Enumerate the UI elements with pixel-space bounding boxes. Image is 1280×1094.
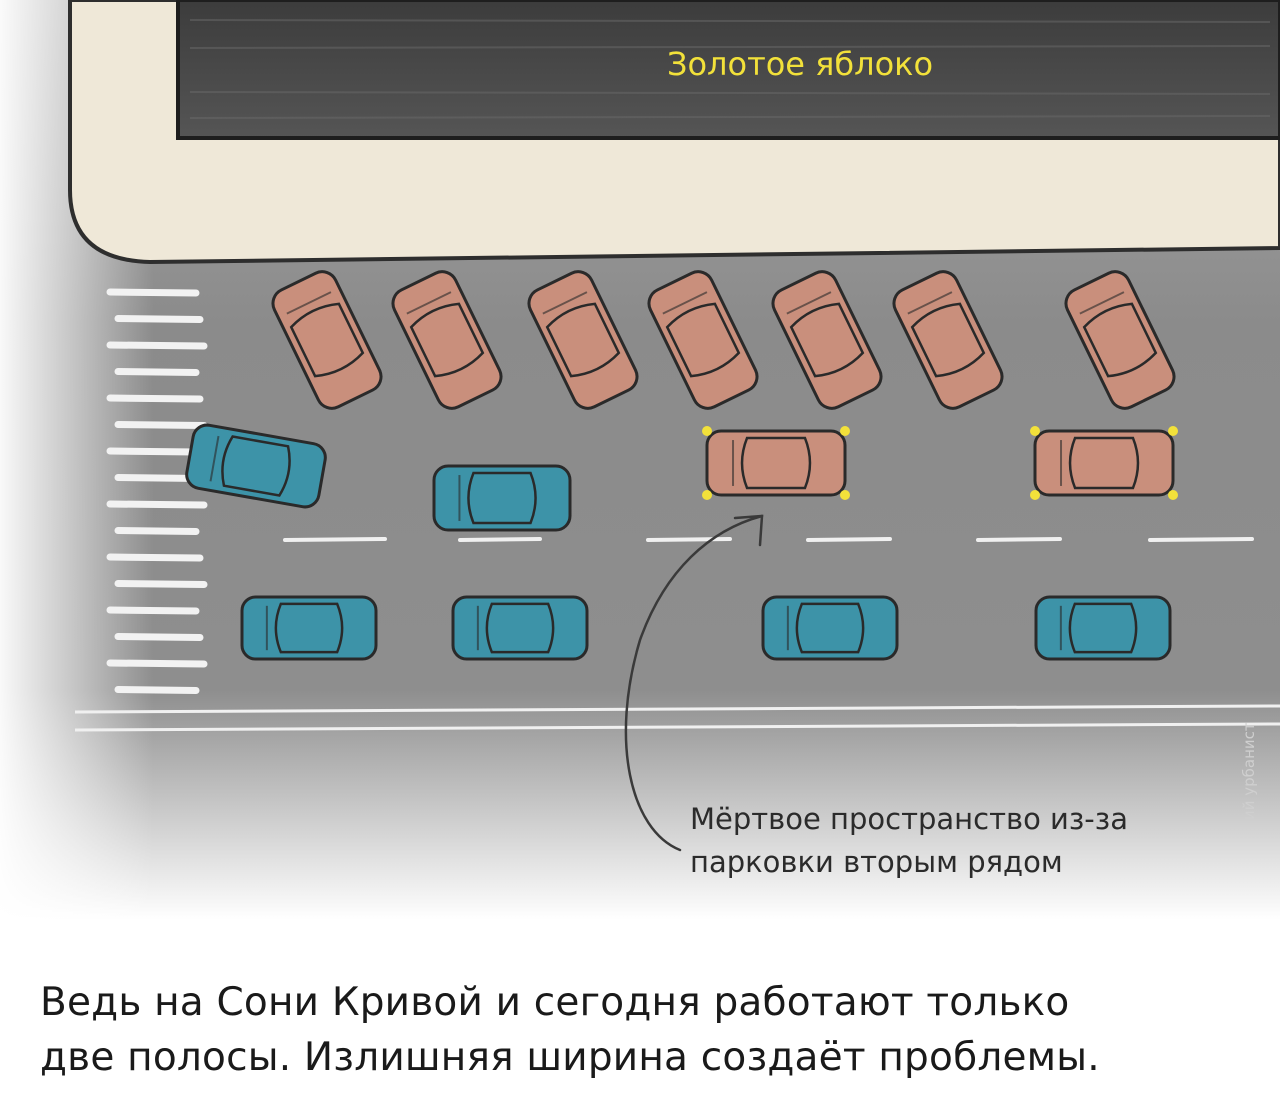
hazard-light: [840, 426, 850, 436]
hazard-light: [840, 490, 850, 500]
parked-car-windshield: [907, 291, 953, 315]
store-sign: Золотое яблоко: [667, 45, 933, 83]
lane-dash: [458, 537, 542, 542]
moving-car-cabin: [221, 435, 291, 497]
parked-car-body: [271, 270, 383, 410]
hazard-light: [1168, 490, 1178, 500]
caption: Ведь на Сони Кривой и сегодня работают т…: [40, 975, 1240, 1085]
crosswalk-stripe: [106, 500, 208, 509]
moving-car-body: [761, 595, 899, 661]
parked-car: [647, 270, 759, 410]
crosswalk-stripe: [106, 341, 208, 350]
crosswalk: [106, 288, 208, 694]
moving-car-cabin: [795, 602, 865, 654]
crosswalk-stripe: [106, 447, 200, 456]
parked-car-body: [391, 270, 503, 410]
crosswalk-stripe: [114, 368, 200, 376]
lane-markings: [283, 537, 1254, 542]
double-parked-car-body: [1033, 429, 1175, 497]
moving-car: [240, 595, 378, 661]
caption-line-2: две полосы. Излишняя ширина создаёт проб…: [40, 1035, 1100, 1080]
moving-car: [185, 423, 327, 509]
parked-car-windshield: [406, 291, 452, 315]
parked-car-cabin: [545, 302, 621, 378]
crosswalk-stripe: [106, 394, 204, 403]
crosswalk-stripe: [106, 659, 208, 668]
parked-car-body: [892, 270, 1004, 410]
hazard-light: [1030, 490, 1040, 500]
parked-car: [391, 270, 503, 410]
moving-car: [451, 595, 589, 661]
double-parked-car: [1030, 426, 1178, 500]
annotation-line-2: парковки вторым рядом: [690, 845, 1063, 879]
crosswalk-stripe: [114, 315, 204, 323]
parked-car-body: [1064, 270, 1176, 410]
crosswalk-stripe: [114, 686, 200, 694]
parked-car: [527, 270, 639, 410]
double-parked-car: [702, 426, 850, 500]
double-parked-car-cabin: [1068, 436, 1140, 490]
lane-dash: [646, 537, 732, 542]
annotation-line-1: Мёртвое пространство из-за: [690, 802, 1128, 836]
crosswalk-stripe: [114, 421, 208, 429]
parked-car: [771, 270, 883, 410]
moving-car-cabin: [1068, 602, 1138, 654]
moving-car-body: [185, 423, 327, 509]
parked-car-body: [771, 270, 883, 410]
hazard-light: [1168, 426, 1178, 436]
parked-car-cabin: [910, 302, 986, 378]
moving-car-cabin: [485, 602, 555, 654]
parked-car-cabin: [1082, 302, 1158, 378]
building: [176, 0, 1280, 140]
moving-car-body: [451, 595, 589, 661]
building-texture: [189, 19, 1271, 119]
moving-car: [432, 464, 572, 532]
moving-car-cabin: [274, 602, 344, 654]
parked-car-cabin: [289, 302, 365, 378]
parked-car-windshield: [286, 291, 332, 315]
crosswalk-stripe: [106, 606, 200, 615]
lane-dash: [976, 537, 1062, 542]
crosswalk-stripe: [106, 288, 200, 297]
crosswalk-stripe: [106, 553, 204, 562]
lane-dash: [806, 537, 892, 542]
watermark: ий урбанист: [1240, 722, 1258, 820]
parked-car-body: [647, 270, 759, 410]
moving-car-windshield: [209, 435, 220, 482]
parked-car-cabin: [409, 302, 485, 378]
parked-car-windshield: [662, 291, 708, 315]
moving-car-cabin: [467, 471, 537, 525]
road-edge-lines: [74, 704, 1280, 732]
lane-dash: [1148, 537, 1254, 542]
parked-car-windshield: [542, 291, 588, 315]
moving-car: [761, 595, 899, 661]
parked-car: [1064, 270, 1176, 410]
parked-car-body: [527, 270, 639, 410]
hazard-light: [702, 426, 712, 436]
moving-car-body: [432, 464, 572, 532]
cars: [185, 270, 1178, 661]
hazard-light: [702, 490, 712, 500]
lane-dash: [283, 537, 387, 542]
double-parked-car-body: [705, 429, 847, 497]
annotation-text: Мёртвое пространство из-за парковки втор…: [690, 798, 1250, 884]
crosswalk-stripe: [114, 580, 208, 588]
moving-car-body: [240, 595, 378, 661]
parked-car-windshield: [1079, 291, 1125, 315]
crosswalk-stripe: [114, 527, 200, 535]
crosswalk-stripe: [114, 633, 204, 641]
annotation-arrow: [624, 514, 764, 852]
parked-car-windshield: [786, 291, 832, 315]
parked-car-cabin: [665, 302, 741, 378]
caption-line-1: Ведь на Сони Кривой и сегодня работают т…: [40, 980, 1070, 1025]
moving-car-body: [1034, 595, 1172, 661]
parked-car: [892, 270, 1004, 410]
hazard-light: [1030, 426, 1040, 436]
moving-car: [1034, 595, 1172, 661]
double-parked-car-cabin: [740, 436, 812, 490]
parked-car: [271, 270, 383, 410]
parked-car-cabin: [789, 302, 865, 378]
